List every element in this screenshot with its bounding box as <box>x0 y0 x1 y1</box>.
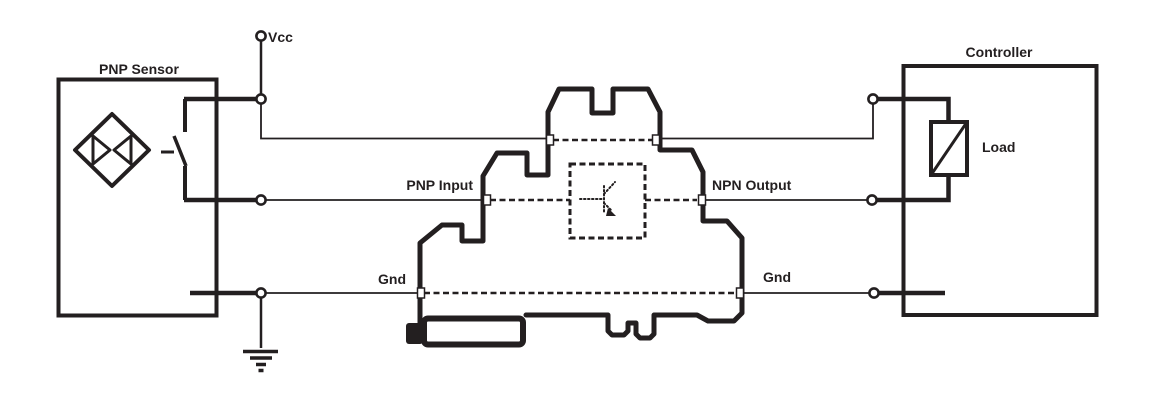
gnd-left-label: Gnd <box>378 271 406 287</box>
switch-contact-icon <box>161 99 188 200</box>
wire-vcc-to-module <box>260 99 547 140</box>
terminal-sensor-vcc <box>255 93 267 105</box>
din-rail-latch-tab <box>406 323 423 344</box>
controller: Controller Load <box>901 44 1099 317</box>
transistor-emitter <box>603 202 613 212</box>
pnp-input-label: PNP Input <box>406 177 473 193</box>
wire-vcc-module-to-controller <box>659 104 874 140</box>
terminal-sensor-output <box>255 194 267 206</box>
terminal-marker-input <box>482 194 492 206</box>
sensor-triangle-right <box>112 134 133 166</box>
terminal-marker-gnd-right <box>735 287 745 299</box>
pnp-sensor-label: PNP Sensor <box>99 61 179 77</box>
gnd-right-label: Gnd <box>763 269 791 285</box>
terminal-marker-vcc-right <box>651 134 661 146</box>
wire-controller-vcc-stub <box>877 96 951 122</box>
wire-controller-return-stub <box>877 175 951 203</box>
terminal-controller-input <box>866 194 878 206</box>
optocoupler-box <box>568 162 647 240</box>
controller-box <box>901 64 1099 317</box>
vcc-label: Vcc <box>268 29 293 45</box>
earth-ground-icon <box>243 349 278 373</box>
load-rect <box>929 120 969 177</box>
terminal-sensor-gnd <box>255 287 267 299</box>
npn-output-label: NPN Output <box>712 177 792 193</box>
sensor-diamond <box>73 112 151 188</box>
signal-converter-module: PNP Input NPN Output Gnd Gnd <box>378 86 792 348</box>
pnp-sensor: PNP Sensor <box>56 61 219 318</box>
terminal-marker-output <box>697 194 707 206</box>
module-housing-outline <box>417 86 745 341</box>
terminal-controller-vcc <box>867 93 879 105</box>
switch-blade <box>172 135 188 167</box>
load-diagonal <box>929 121 969 176</box>
terminal-controller-gnd <box>868 287 880 299</box>
transistor-collector <box>603 181 616 195</box>
terminal-vcc-top <box>255 30 267 42</box>
module-edge-terminals <box>416 134 745 299</box>
terminal-marker-vcc-left <box>545 134 555 146</box>
wires <box>184 38 951 348</box>
phototransistor-icon <box>579 181 616 216</box>
circle-terminals <box>255 30 880 299</box>
pnp-sensor-box <box>56 77 219 318</box>
transistor-emitter-arrow <box>606 208 616 216</box>
load-symbol <box>929 120 969 177</box>
vcc-node: Vcc <box>268 29 293 45</box>
sensor-triangle-left <box>91 134 112 166</box>
terminal-marker-gnd-left <box>416 287 426 299</box>
controller-label: Controller <box>966 44 1033 60</box>
optocoupler <box>568 162 647 240</box>
proximity-sensor-icon <box>73 112 151 188</box>
din-rail-foot <box>421 315 526 348</box>
load-label: Load <box>982 139 1015 155</box>
